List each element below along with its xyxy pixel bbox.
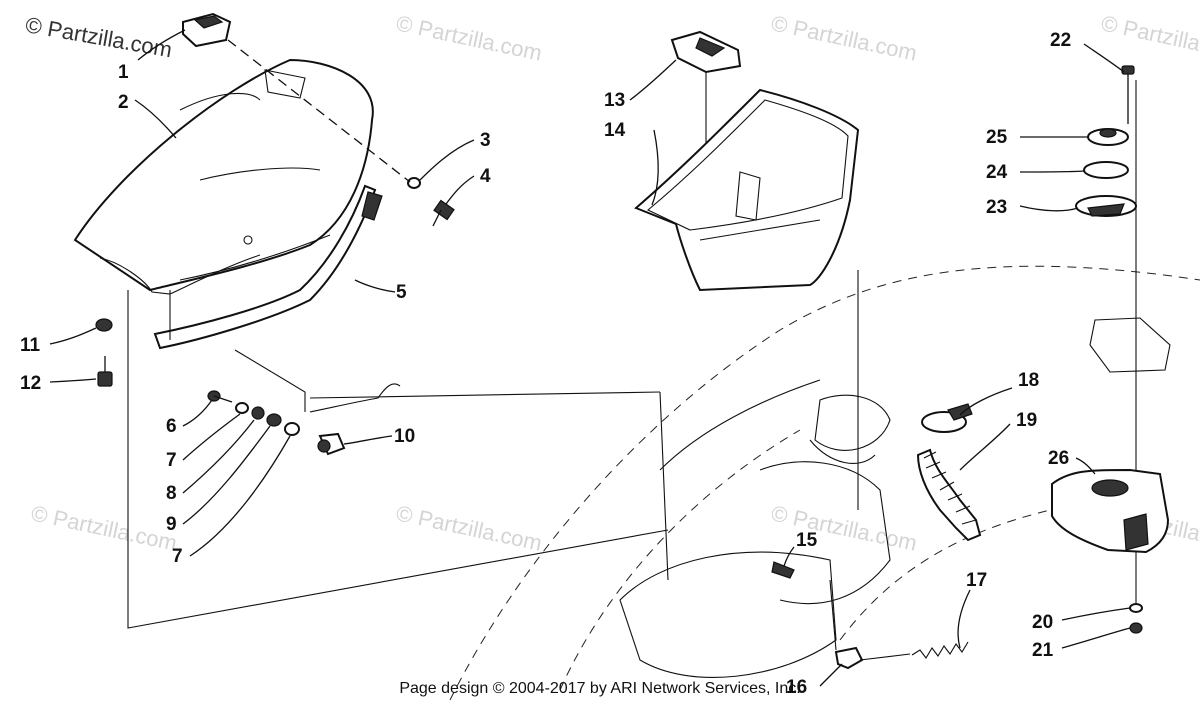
callout-4[interactable]: 4	[480, 166, 491, 187]
washer-part[interactable]	[235, 402, 249, 414]
callout-20[interactable]: 20	[1032, 612, 1053, 633]
callout-14[interactable]: 14	[604, 120, 626, 141]
cap-assembly	[1075, 65, 1137, 217]
bushing-part[interactable]	[266, 413, 282, 427]
callout-18[interactable]: 18	[1018, 370, 1039, 391]
callout-21[interactable]: 21	[1032, 640, 1054, 661]
cap-part[interactable]	[1087, 128, 1129, 146]
callout-7[interactable]: 7	[166, 450, 177, 471]
washer-part[interactable]	[407, 177, 421, 189]
callout-23[interactable]: 23	[986, 197, 1007, 218]
callout-3[interactable]: 3	[480, 130, 491, 151]
nut-part[interactable]	[95, 318, 113, 332]
storage-tray-part[interactable]	[634, 88, 860, 292]
callout-13[interactable]: 13	[604, 90, 625, 111]
callout-26[interactable]: 26	[1048, 448, 1069, 469]
watermark-text: © Partzilla.com	[394, 10, 544, 65]
fitting-part[interactable]	[771, 561, 795, 579]
callout-12[interactable]: 12	[20, 373, 41, 394]
page-footer: Page design © 2004-2017 by ARI Network S…	[399, 680, 801, 697]
hose-clamp-part[interactable]	[921, 403, 973, 433]
callout-6[interactable]: 6	[166, 416, 177, 437]
screw-part[interactable]	[1121, 65, 1135, 124]
bolt-part[interactable]	[432, 199, 455, 227]
watermark-text: © Partzilla.com	[29, 500, 179, 555]
callout-5[interactable]: 5	[396, 282, 407, 303]
hose-part[interactable]	[916, 448, 982, 542]
callout-10[interactable]: 10	[394, 426, 415, 447]
callout-9[interactable]: 9	[166, 514, 177, 535]
handle-part[interactable]	[182, 12, 232, 48]
nut-part[interactable]	[1129, 622, 1143, 634]
buckle-part[interactable]	[670, 30, 742, 74]
callout-15[interactable]: 15	[796, 530, 818, 551]
chassis-outline	[449, 265, 1200, 701]
callout-7-second[interactable]: 7	[172, 546, 183, 567]
cap-part[interactable]	[317, 432, 346, 456]
callout-24[interactable]: 24	[986, 162, 1008, 183]
latch-part[interactable]	[834, 646, 911, 670]
callout-22[interactable]: 22	[1050, 30, 1071, 51]
callout-11[interactable]: 11	[20, 335, 41, 356]
hardware-group	[207, 383, 401, 456]
gasket-part[interactable]	[1083, 161, 1129, 179]
callout-8[interactable]: 8	[166, 483, 177, 504]
callout-25[interactable]: 25	[986, 127, 1008, 148]
watermark-text: © Partzilla.com	[769, 500, 919, 555]
callout-1[interactable]: 1	[118, 62, 129, 83]
watermark-text: © Partzilla.com	[769, 10, 919, 65]
screw-part[interactable]	[97, 356, 113, 387]
filler-neck-part[interactable]	[1075, 195, 1137, 217]
washer-part[interactable]	[1129, 603, 1143, 613]
tank-housing-part[interactable]	[1051, 468, 1170, 554]
spring-part[interactable]	[911, 641, 969, 659]
callout-2[interactable]: 2	[118, 92, 129, 113]
washer-part[interactable]	[284, 422, 300, 436]
seat-cover-part[interactable]	[73, 58, 374, 295]
watermark-text: © Partzilla.com	[394, 500, 544, 555]
leader-lines	[49, 29, 1131, 687]
callout-19[interactable]: 19	[1016, 410, 1037, 431]
rivet-part[interactable]	[207, 390, 233, 403]
callout-17[interactable]: 17	[966, 570, 987, 591]
watermark-text: © Partzilla.com	[1099, 10, 1200, 65]
callout-16[interactable]: 16	[786, 677, 807, 698]
spacer-part[interactable]	[251, 406, 265, 420]
seat-strap-part[interactable]	[153, 184, 383, 350]
callout-labels: 1 2 3 4 5 6 7 8 9 7 10 11 12 13 14 15 16…	[20, 30, 1071, 698]
